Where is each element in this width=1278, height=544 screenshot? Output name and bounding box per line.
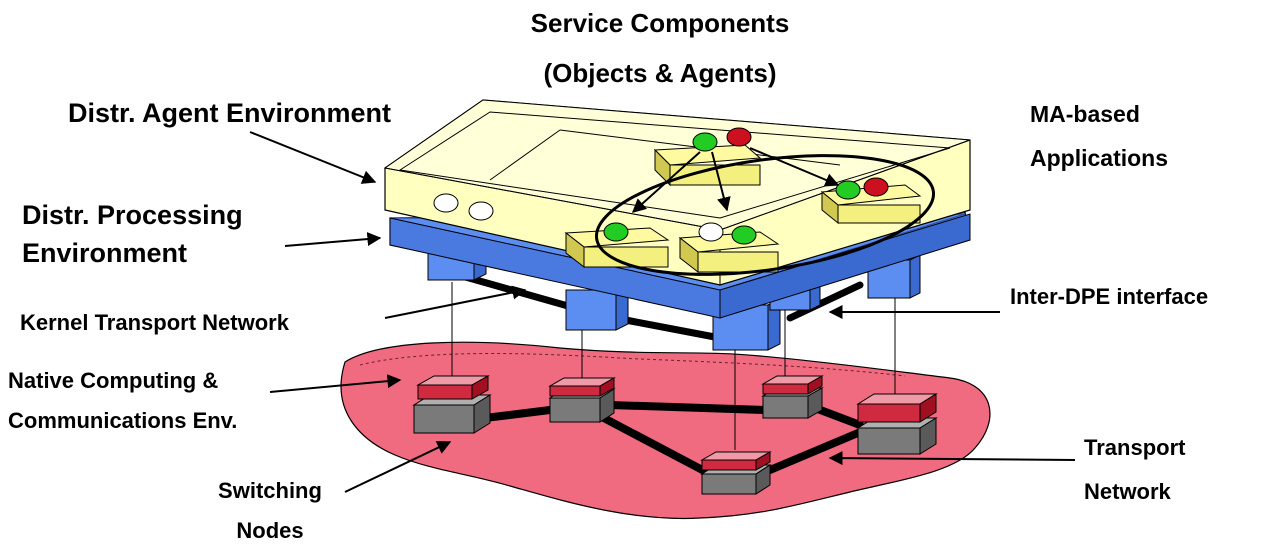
- inter-dpe-interface-label: Inter-DPE interface: [1010, 284, 1209, 309]
- native-environment-dashed-edge: [359, 353, 906, 377]
- service-components-title-line2: (Objects & Agents): [543, 58, 777, 88]
- switching-node: [761, 375, 824, 419]
- native-environment-blob: [340, 341, 991, 520]
- service-component-box: [820, 177, 922, 225]
- switching-node: [548, 377, 616, 423]
- ma-based-applications-line1: MA-based: [1030, 101, 1140, 127]
- switching-node: [412, 375, 492, 434]
- agent-platform-white-circles: [433, 193, 494, 221]
- transport-network-line1: Transport: [1084, 435, 1186, 460]
- distr-processing-environment-line1: Distr. Processing: [22, 200, 243, 230]
- service-component-box: [653, 127, 762, 187]
- transport-links: [481, 401, 869, 478]
- transport-network-line2: Network: [1084, 479, 1171, 504]
- service-component-box: [678, 222, 780, 274]
- switching-node: [856, 393, 938, 455]
- native-computing-line1: Native Computing &: [8, 368, 219, 393]
- distr-processing-environment-line2: Environment: [22, 238, 188, 268]
- native-computing-line2: Communications Env.: [8, 408, 238, 433]
- agent-migration-arrows: [631, 147, 840, 213]
- label-pointer-arrows: [249, 131, 1076, 493]
- switching-nodes-line1: Switching: [218, 478, 322, 503]
- switching-nodes-line2: Nodes: [236, 518, 304, 543]
- ma-based-applications-line2: Applications: [1030, 145, 1169, 171]
- agent-migration-loop: [594, 154, 936, 276]
- distr-agent-environment-label: Distr. Agent Environment: [68, 98, 392, 128]
- node-connector-lines: [451, 282, 896, 450]
- dpe-pillar: [712, 298, 781, 351]
- kernel-transport-network-label: Kernel Transport Network: [20, 310, 289, 335]
- service-components-title-line1: Service Components: [530, 8, 790, 38]
- switching-node: [700, 451, 772, 495]
